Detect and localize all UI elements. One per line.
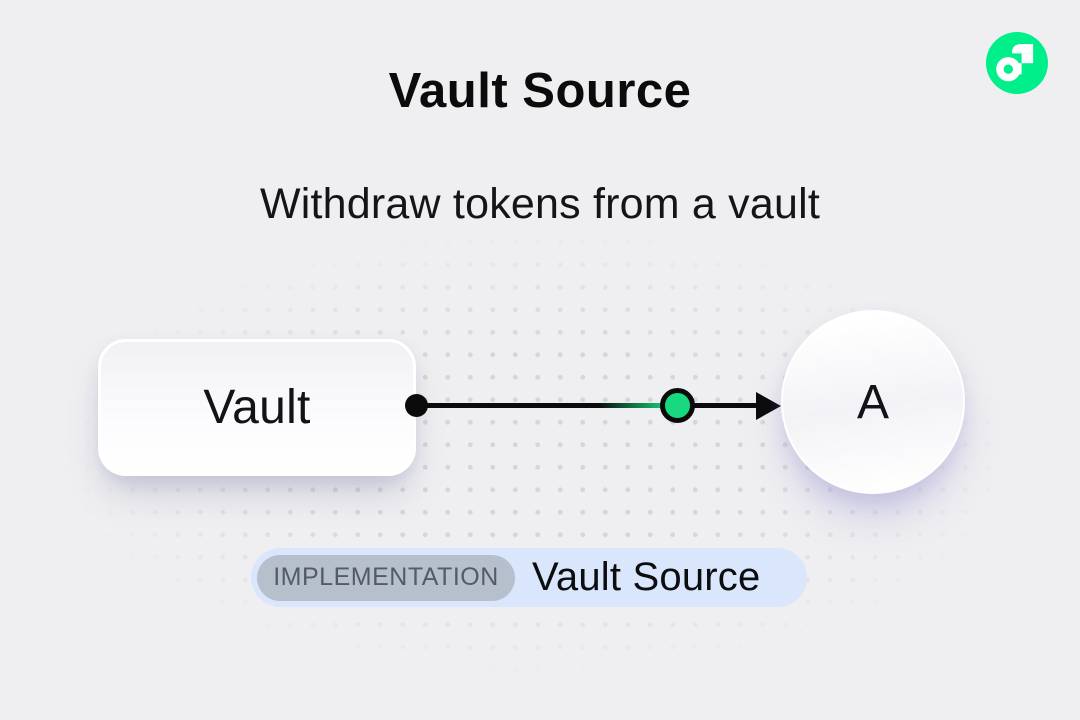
- edge-arrowhead-icon: [756, 392, 781, 420]
- edge-line: [416, 403, 768, 408]
- source-node-label: Vault: [203, 381, 311, 434]
- source-node-vault: Vault: [98, 339, 416, 476]
- page-subtitle: Withdraw tokens from a vault: [259, 180, 821, 228]
- flow-logo-icon: [986, 32, 1048, 94]
- target-node-a: A: [781, 310, 965, 494]
- implementation-label: Vault Source: [532, 555, 761, 599]
- implementation-tag: IMPLEMENTATION: [257, 554, 515, 601]
- implementation-badge: IMPLEMENTATION Vault Source: [251, 548, 807, 607]
- page-title: Vault Source: [388, 64, 692, 118]
- target-node-label: A: [856, 375, 889, 429]
- edge-green-trail: [598, 403, 678, 408]
- edge-start-dot: [405, 394, 428, 417]
- token-dot-icon: [660, 388, 695, 423]
